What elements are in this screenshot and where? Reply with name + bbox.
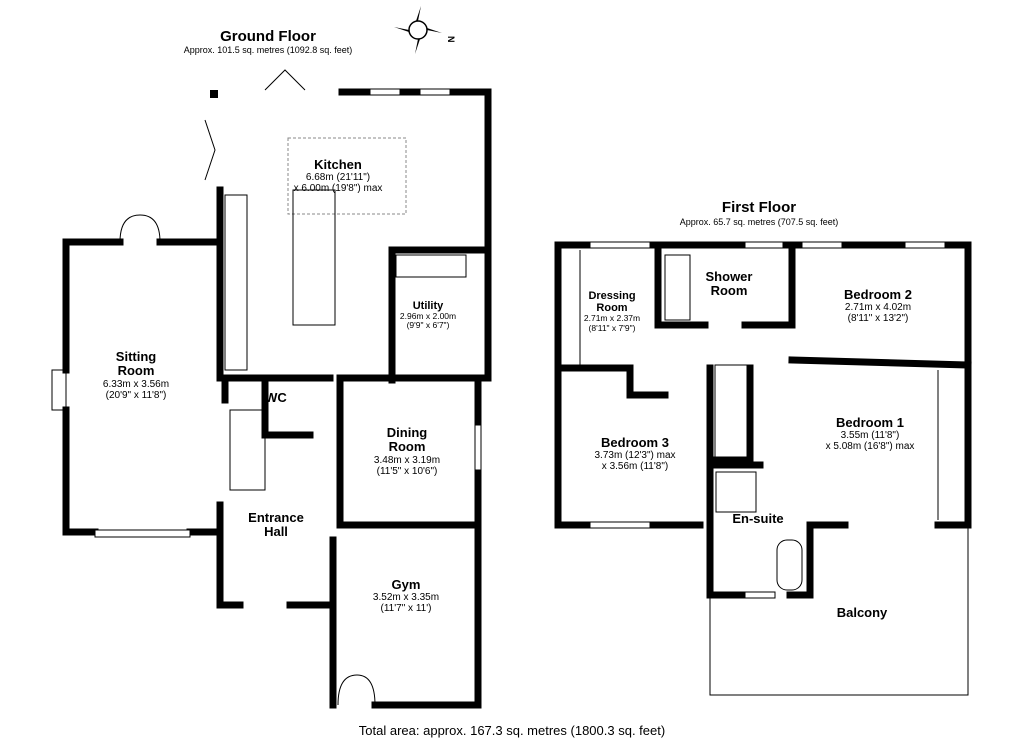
bifold-doors	[204, 69, 306, 181]
room-kitchen: Kitchen 6.68m (21'11") x 6.00m (19'8") m…	[293, 157, 383, 195]
window	[474, 424, 482, 471]
kitchen-island	[292, 189, 336, 326]
room-balcony: Balcony	[836, 605, 888, 620]
pillar	[210, 90, 218, 98]
utility-worktop	[395, 254, 467, 278]
window	[419, 88, 451, 96]
kitchen-worktop	[224, 194, 248, 371]
first-floor-area: Approx. 65.7 sq. metres (707.5 sq. feet)	[679, 217, 839, 227]
bay-window	[94, 529, 191, 538]
compass-rose-icon	[394, 6, 442, 54]
room-gym: Gym 3.52m x 3.35m (11'7" x 11')	[372, 577, 440, 615]
room-dining-room: Dining Room 3.48m x 3.19m (11'5" x 10'6"…	[373, 425, 441, 477]
ground-floor-area: Approx. 101.5 sq. metres (1092.8 sq. fee…	[183, 45, 353, 55]
window	[801, 241, 843, 249]
bath	[776, 539, 803, 591]
balcony-outline	[709, 525, 969, 696]
chimney-breast	[51, 369, 67, 411]
room-bedroom-1: Bedroom 1 3.55m (11'8") x 5.08m (16'8") …	[825, 415, 915, 453]
room-bedroom-3: Bedroom 3 3.73m (12'3") max x 3.56m (11'…	[594, 435, 676, 473]
window	[589, 521, 651, 529]
room-dressing-room: Dressing Room 2.71m x 2.37m (8'11" x 7'9…	[583, 290, 641, 333]
room-bedroom-2: Bedroom 2 2.71m x 4.02m (8'11" x 13'2")	[844, 287, 912, 325]
room-entrance-hall: Entrance Hall	[248, 510, 304, 540]
shower-tray	[664, 254, 691, 321]
french-doors	[119, 214, 161, 243]
compass-label: N	[446, 36, 456, 43]
room-en-suite: En-suite	[732, 511, 784, 526]
shower-enclosure	[715, 471, 757, 513]
first-floor-title: First Floor	[721, 199, 797, 216]
gym-french-doors	[337, 674, 376, 706]
window	[904, 241, 946, 249]
staircase	[229, 409, 266, 491]
kitchen-island-outline	[287, 137, 407, 215]
window	[744, 241, 784, 249]
room-wc: WC	[265, 390, 287, 405]
room-sitting-room: Sitting Room 6.33m x 3.56m (20'9" x 11'8…	[102, 349, 170, 401]
room-shower-room: Shower Room	[705, 269, 753, 299]
staircase	[714, 364, 748, 461]
window	[369, 88, 401, 96]
window	[589, 241, 651, 249]
ground-floor-title: Ground Floor	[220, 28, 316, 45]
total-area: Total area: approx. 167.3 sq. metres (18…	[358, 723, 666, 738]
room-utility: Utility 2.96m x 2.00m (9'9" x 6'7")	[399, 300, 457, 331]
window	[744, 591, 776, 599]
